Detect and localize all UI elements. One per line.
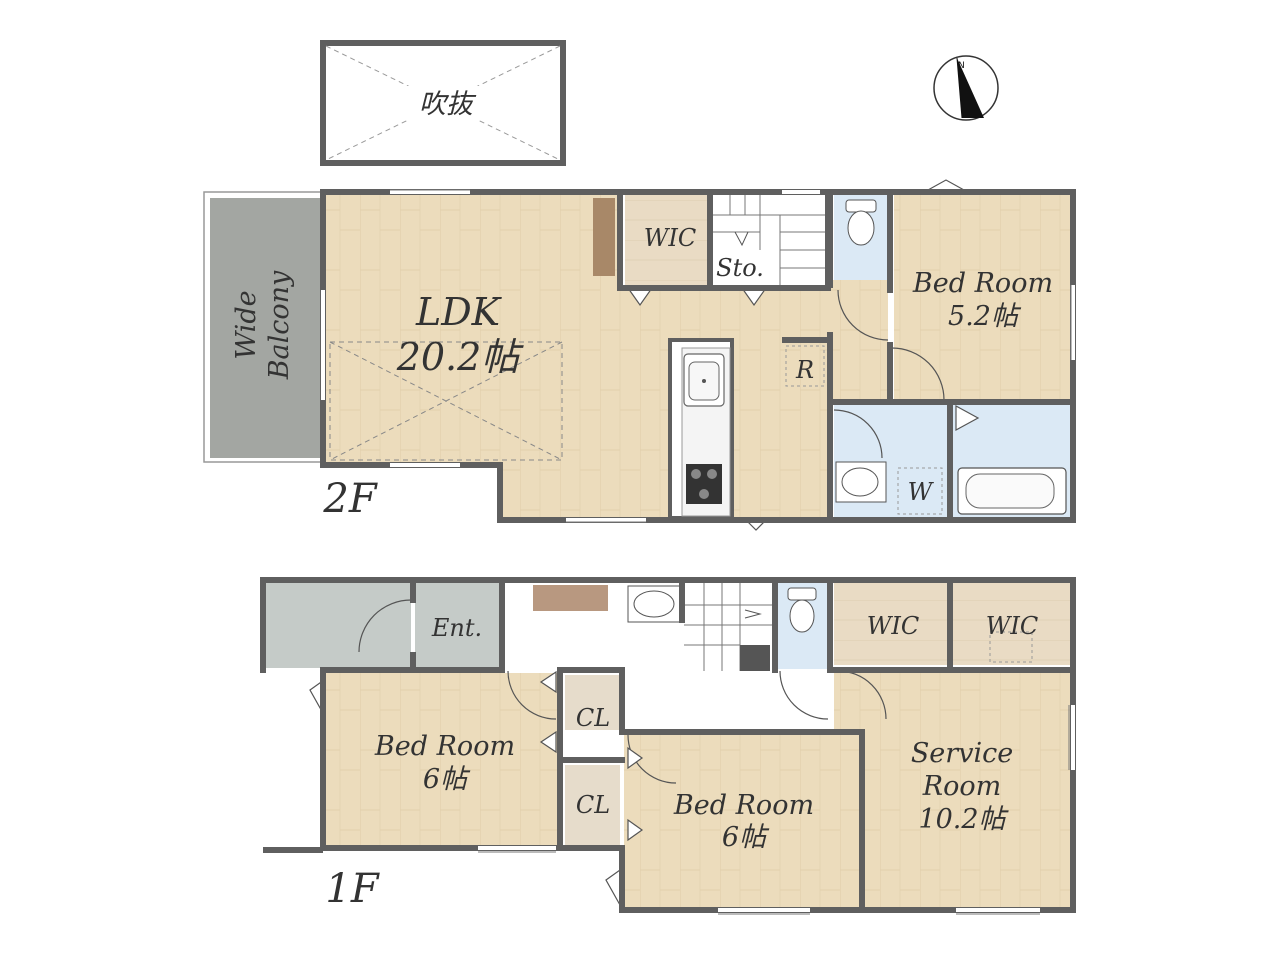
closet-upper-label: CL bbox=[576, 704, 610, 732]
bedroom-2f-size: 5.2帖 bbox=[948, 301, 1022, 332]
entrance-floor bbox=[415, 583, 500, 668]
staircase-icon bbox=[684, 583, 774, 671]
bedroom-1f-center-label: Bed Room bbox=[673, 790, 814, 821]
floor-label-2f: 2F bbox=[322, 476, 377, 522]
porch bbox=[266, 583, 411, 668]
storage-label: Sto. bbox=[716, 254, 764, 282]
windows-1f bbox=[478, 705, 1075, 912]
first-floor: Ent. WIC WIC CL CL Bed Room 6帖 Bed Room … bbox=[260, 577, 1076, 915]
wic-2f-label: WIC bbox=[644, 224, 697, 252]
washer-label: W bbox=[908, 478, 935, 506]
bedroom-1f-left-size: 6帖 bbox=[423, 764, 471, 795]
fridge-label: R bbox=[795, 356, 814, 384]
wide-balcony: Wide Balcony bbox=[203, 191, 324, 463]
balcony-label-line1: Wide bbox=[231, 290, 262, 359]
windows-2f bbox=[321, 190, 1075, 522]
balcony-label-line2: Balcony bbox=[264, 270, 295, 380]
ldk-open-ceiling bbox=[329, 341, 563, 461]
ldk-label: LDK bbox=[415, 290, 503, 334]
door-swings-1f bbox=[309, 599, 887, 908]
walls-1f bbox=[260, 577, 1076, 913]
atrium-label: 吹抜 bbox=[419, 89, 477, 120]
toilet-icon bbox=[845, 199, 877, 246]
service-room-size: 10.2帖 bbox=[918, 804, 1009, 835]
closet-lower-label: CL bbox=[576, 791, 610, 819]
second-floor: 吹抜 N Wide Balcony bbox=[203, 40, 1076, 531]
washbasin-icon bbox=[835, 461, 887, 503]
sink-icon bbox=[683, 353, 725, 407]
svg-text:N: N bbox=[958, 61, 965, 71]
wic-1f-right-label: WIC bbox=[986, 612, 1039, 640]
atrium: 吹抜 bbox=[320, 40, 566, 166]
bedroom-2f-label: Bed Room bbox=[912, 268, 1053, 299]
ldk-size: 20.2帖 bbox=[396, 335, 525, 379]
fridge-spot: R bbox=[785, 345, 825, 387]
service-room-label-line1: Service bbox=[911, 738, 1013, 769]
bedroom-1f-left-label: Bed Room bbox=[374, 731, 515, 762]
washbasin-icon bbox=[627, 585, 681, 623]
staircase-icon bbox=[712, 195, 826, 285]
compass-icon: N bbox=[933, 55, 999, 121]
stove-icon bbox=[686, 464, 722, 504]
floor-label-1f: 1F bbox=[325, 866, 379, 912]
service-room-label-line2: Room bbox=[922, 771, 1001, 802]
bedroom-1f-center-size: 6帖 bbox=[722, 822, 770, 853]
bathtub-icon bbox=[957, 467, 1067, 515]
entrance-label: Ent. bbox=[431, 614, 482, 642]
toilet-icon bbox=[787, 587, 817, 633]
wic-1f-left-label: WIC bbox=[867, 612, 920, 640]
walls-2f bbox=[320, 189, 1076, 523]
